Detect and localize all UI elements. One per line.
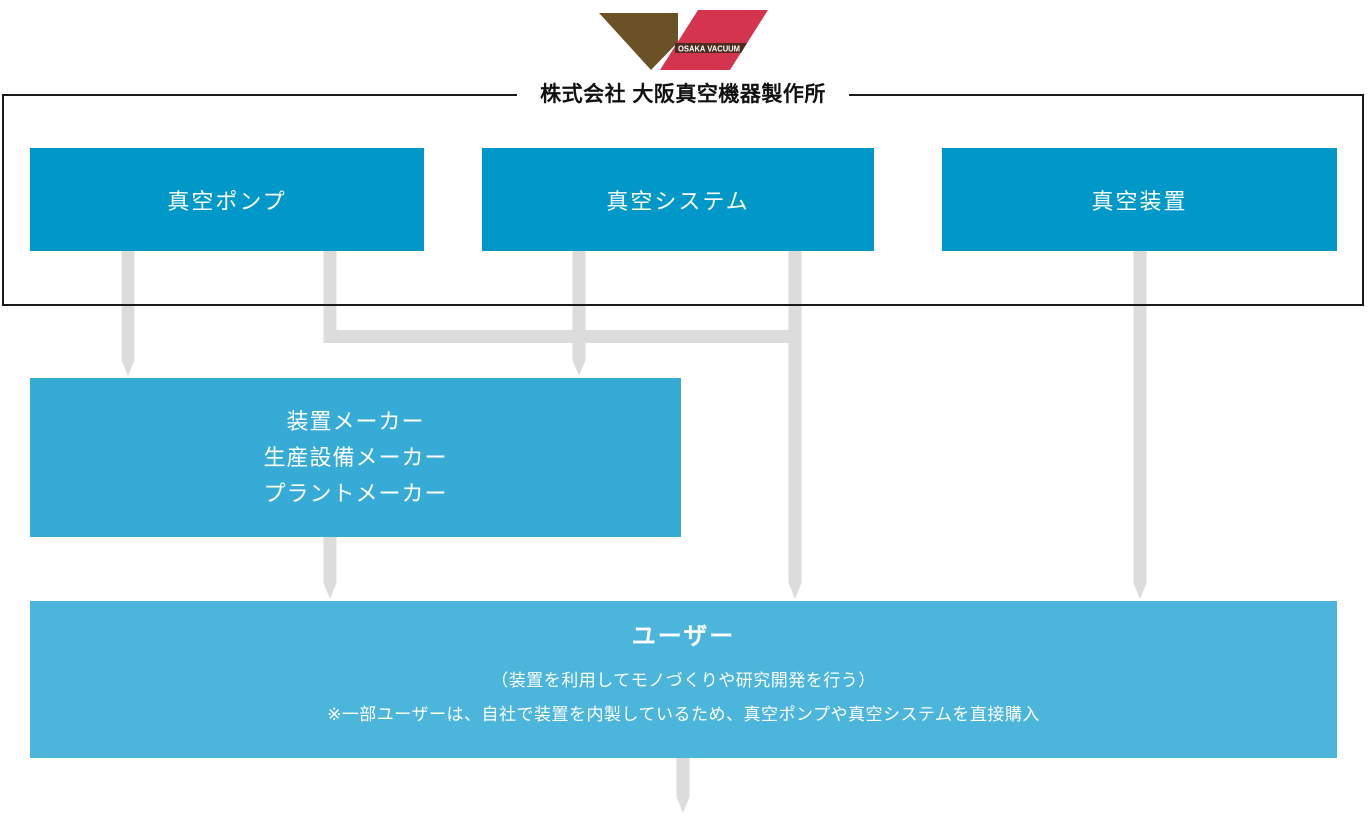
makers-line-equipment: 装置メーカー: [286, 408, 425, 434]
users-note: ※一部ユーザーは、自社で装置を内製しているため、真空ポンプや真空システムを直接購…: [327, 705, 1040, 724]
arrow-users-down: [676, 758, 690, 813]
logo-wordmark: OSAKA VACUUM: [678, 45, 740, 54]
arrow-equipment-to-users: [1133, 251, 1147, 599]
users-subtitle: （装置を利用してモノづくりや研究開発を行う）: [491, 671, 876, 690]
company-name: 株式会社 大阪真空機器製作所: [517, 76, 849, 110]
product-label-vacuum-system: 真空システム: [606, 188, 750, 214]
logo-left-wing: [599, 13, 678, 70]
product-box-vacuum-equipment: 真空装置: [942, 148, 1337, 251]
arrow-makers-to-users: [323, 537, 337, 599]
connector-pump-direct-l-line: [323, 251, 802, 343]
product-box-vacuum-pump: 真空ポンプ: [30, 148, 424, 251]
product-label-vacuum-equipment: 真空装置: [1091, 188, 1188, 214]
makers-line-plant: プラントメーカー: [263, 480, 448, 506]
logo-band: [675, 43, 747, 53]
arrow-system-to-makers: [572, 251, 586, 376]
makers-line-production: 生産設備メーカー: [263, 444, 448, 470]
users-box: ユーザー （装置を利用してモノづくりや研究開発を行う） ※一部ユーザーは、自社で…: [30, 601, 1337, 758]
logo-right-wing: [660, 10, 768, 70]
product-label-vacuum-pump: 真空ポンプ: [167, 188, 287, 214]
makers-box: 装置メーカー 生産設備メーカー プラントメーカー: [30, 378, 681, 537]
company-logo-icon: OSAKA VACUUM: [599, 10, 768, 70]
arrow-system-direct-to-users: [788, 251, 802, 599]
users-title: ユーザー: [631, 623, 736, 650]
product-box-vacuum-system: 真空システム: [482, 148, 874, 251]
arrow-pump-to-makers: [121, 251, 135, 376]
